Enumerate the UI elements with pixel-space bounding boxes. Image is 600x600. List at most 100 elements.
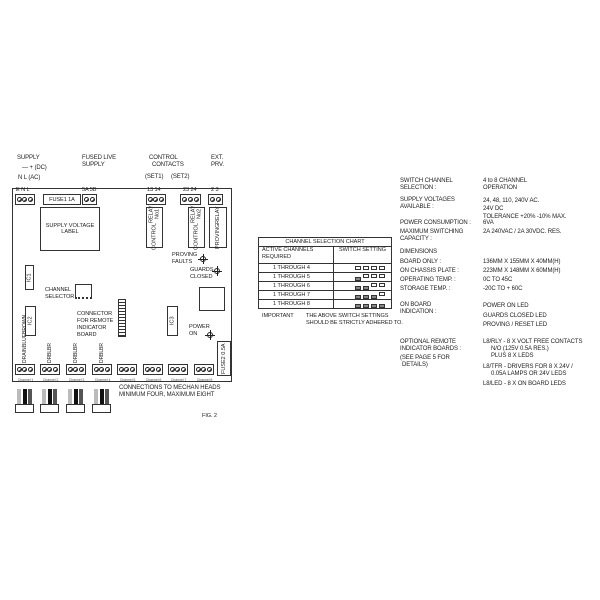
mechan-head-connector [92,389,111,413]
switch-setting [333,281,392,291]
fused-terminal-label: 5A 5B [82,187,97,193]
spec-max-switching-value: 2A 240VAC / 2A 30VDC. RES. [483,229,562,235]
channel-terminal [66,364,86,375]
dip-switch [371,273,377,278]
channel-label: Channel 8 [196,378,213,382]
mechan-head-connector [40,389,59,413]
power-on-led-icon [205,330,215,340]
mechan-head-connector [66,389,85,413]
fuse2: FUSE2 0.5A [217,341,231,376]
control-set2-terminal [180,194,201,205]
relay2-terminal-label: 23 24 [183,187,197,193]
chart-row: 1 THROUGH 4 [258,263,392,273]
channel-label: Channel 5 [119,378,136,382]
dc-label: — + (DC) [22,165,47,171]
dip-switch [371,303,377,308]
ic3: IC3 [167,306,178,336]
channel-label: Channel 1 [17,378,34,382]
channel-label: Channel 3 [68,378,85,382]
channel-terminal [143,364,163,375]
chart-row: 1 THROUGH 5 [258,272,392,282]
dip-switch [355,294,361,299]
channel-label: Channel 7 [170,378,187,382]
dip-switch [379,291,385,296]
dip-switch [379,303,385,308]
chart-row: 1 THROUGH 8 [258,299,392,309]
channel-label: Channel 6 [145,378,162,382]
dip-switch [355,303,361,308]
fused-live-terminal [82,194,97,205]
set1-label: (SET1) [145,174,164,180]
channel-terminal [168,364,188,375]
channel-terminal [194,364,214,375]
dip-switch [363,266,369,270]
dip-switch [379,266,385,270]
dip-switch [371,266,377,270]
enl-label: E N L [16,187,30,193]
transformer-block [199,287,225,311]
dip-switch [379,273,385,278]
channel-terminal [92,364,112,375]
dip-switch [363,273,369,278]
chart-row-label: 1 THROUGH 4 [258,263,334,273]
switch-setting [333,290,392,300]
chart-col-switch: SWITCH SETTING [333,246,392,264]
chart-row: 1 THROUGH 7 [258,290,392,300]
spec-board-only-value: 136MM X 155MM X 40MM(H) [483,259,561,265]
chart-title: CHANNEL SELECTION CHART [258,237,392,247]
chart-row: 1 THROUGH 6 [258,281,392,291]
chart-row-label: 1 THROUGH 6 [258,281,334,291]
spec-dimensions-heading: DIMENSIONS [400,249,438,255]
switch-setting [333,263,392,273]
supply-terminal [15,194,35,205]
channel-terminal [15,364,35,375]
mechan-head-connector [15,389,34,413]
figure-label: FIG. 2 [202,413,217,419]
dip-switch [371,282,377,287]
spec-chassis-value: 223MM X 148MM X 60MM(H) [483,268,561,274]
channel-label: Channel 4 [94,378,111,382]
ac-label: N L (AC) [18,175,41,181]
switch-setting [333,272,392,282]
relay1-terminal-label: 13 14 [147,187,161,193]
important-label: IMPORTANT [262,313,294,319]
chart-row-label: 1 THROUGH 5 [258,272,334,282]
dip-switch [371,294,377,299]
fuse1: FUSE1 1A [43,194,81,205]
guards-closed-led-icon [212,266,222,276]
dip-switch [355,276,361,281]
spec-st-temp-label: STORAGE TEMP. : [400,286,451,292]
channel-selector-switch [75,284,92,299]
spec-st-temp-value: -20C TO + 60C [483,286,523,292]
spec-board-only-label: BOARD ONLY : [400,259,441,265]
dip-switch [355,285,361,290]
dip-switch [363,285,369,290]
dip-switch [363,294,369,299]
switch-setting [333,299,392,309]
